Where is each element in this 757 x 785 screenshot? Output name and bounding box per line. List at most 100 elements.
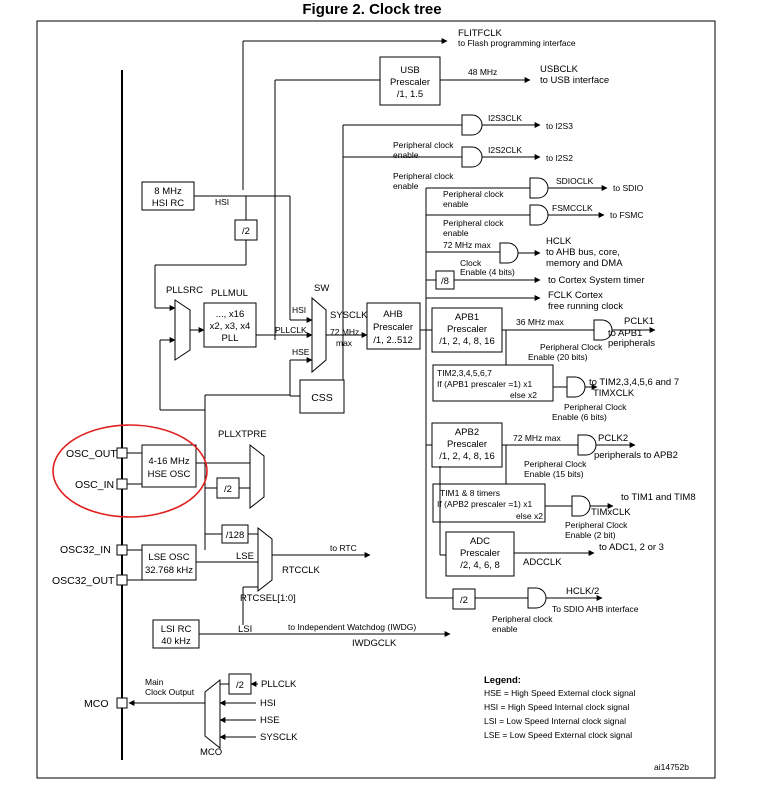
usb-line1: USB <box>400 65 420 76</box>
sdioclk: SDIOCLK <box>556 176 594 186</box>
pllxtpre-label: PLLXTPRE <box>218 429 267 440</box>
tim-apb1-line1: TIM2,3,4,5,6,7 <box>437 368 492 378</box>
adc-line2: Prescaler <box>460 548 500 559</box>
css-label: CSS <box>311 392 333 404</box>
pclk1-label: PCLK1 <box>624 316 654 327</box>
sdio-div2: /2 <box>460 595 468 606</box>
figure-title: Figure 2. Clock tree <box>302 1 441 18</box>
usb-prescaler-block <box>379 56 441 106</box>
mco-hsi: HSI <box>260 698 276 709</box>
legend-item-lsi: LSI = Low Speed Internal clock signal <box>484 716 626 726</box>
pclk1-desc-1: to APB1 <box>608 328 642 339</box>
hse-osc-line1: 4-16 MHz <box>148 456 189 467</box>
sdio-gate <box>529 177 549 199</box>
pce-sdio-ahb-2: enable <box>492 624 518 634</box>
i2s3clk: I2S3CLK <box>488 113 522 123</box>
pce15-1: Peripheral Clock <box>524 459 587 469</box>
mco-label: MCO <box>84 698 109 710</box>
pllsrc-mux <box>174 299 191 361</box>
usb-line3: /1, 1.5 <box>397 89 423 100</box>
usb-48mhz: 48 MHz <box>468 67 497 77</box>
lse-label: LSE <box>236 551 254 562</box>
pce-i2s3-2: enable <box>393 150 419 160</box>
pclk2-desc: peripherals to APB2 <box>594 450 678 461</box>
apb2-line3: /1, 2, 4, 8, 16 <box>439 451 494 462</box>
legend-title: Legend: <box>484 675 521 686</box>
hclk-gate <box>499 242 519 264</box>
ahb-line1: AHB <box>383 309 403 320</box>
i2s2clk: I2S2CLK <box>488 145 522 155</box>
osc32-in-pin <box>116 544 128 556</box>
highlight-ellipse <box>52 424 208 518</box>
usbclk-label: USBCLK <box>540 64 579 75</box>
legend-item-hse: HSE = High Speed External clock signal <box>484 688 636 698</box>
hse-div2: /2 <box>224 484 232 495</box>
div128: /128 <box>226 530 245 541</box>
to-adc: to ADC1, 2 or 3 <box>599 542 664 553</box>
adcclk: ADCCLK <box>523 557 562 568</box>
pce2-2: Enable (2 bit) <box>565 530 616 540</box>
rtcsel-mux <box>257 526 273 593</box>
tim-apb2-block <box>432 483 546 523</box>
hsi-rc-block <box>141 181 195 211</box>
usb-line2: Prescaler <box>390 77 430 88</box>
ahb-prescaler-block <box>366 302 421 350</box>
sw-pllclk-input: PLLCLK <box>275 325 307 335</box>
i2s2-gate <box>461 146 483 168</box>
to-i2s2: to I2S2 <box>546 153 573 163</box>
hsi-rc-line2: HSI RC <box>152 198 184 209</box>
apb2-line2: Prescaler <box>447 439 487 450</box>
hclk-desc-1: to AHB bus, core, <box>546 247 620 258</box>
flitf-desc: to Flash programming interface <box>458 38 576 48</box>
hsi-rc-line1: 8 MHz <box>154 186 182 197</box>
div8: /8 <box>441 276 449 287</box>
lsi-rc-line1: LSI RC <box>161 624 192 635</box>
main-clock-output-2: Clock Output <box>145 687 195 697</box>
cortex-timer: to Cortex System timer <box>548 275 645 286</box>
tim1-8-gate <box>571 495 591 517</box>
ahb-line2: Prescaler <box>373 322 413 333</box>
pce-sdio-ahb-1: Peripheral clock <box>492 614 553 624</box>
usb-desc: to USB interface <box>540 75 609 86</box>
pclk2-gate <box>577 434 597 456</box>
fclk-2: free running clock <box>548 301 623 312</box>
mco-hse: HSE <box>260 715 280 726</box>
pce15-2: Enable (15 bits) <box>524 469 584 479</box>
apb2-line1: APB2 <box>455 427 479 438</box>
sw-hse-input: HSE <box>292 347 310 357</box>
osc-in-label: OSC_IN <box>75 479 114 491</box>
mco-sysclk: SYSCLK <box>260 732 298 743</box>
hse-osc-block <box>141 444 197 488</box>
osc32-out-label: OSC32_OUT <box>52 575 115 587</box>
to-sdio-ahb: To SDIO AHB interface <box>552 604 639 614</box>
pce20-1: Peripheral Clock <box>540 342 603 352</box>
apb1-36max: 36 MHz max <box>516 317 564 327</box>
figure-ref: ai14752b <box>654 762 689 772</box>
adc-prescaler-block <box>445 531 515 577</box>
rtcsel-label: RTCSEL[1:0] <box>240 593 296 604</box>
pllmul-label: PLLMUL <box>211 288 248 299</box>
i2s3-gate <box>461 114 483 136</box>
pce6-2: Enable (6 bits) <box>552 412 607 422</box>
pce-i2s2-1: Peripheral clock <box>393 171 454 181</box>
fsmcclk: FSMCCLK <box>552 203 593 213</box>
tim2-7-gate <box>566 376 586 398</box>
mco-mux <box>204 678 221 750</box>
to-fsmc: to FSMC <box>610 210 644 220</box>
hse-osc-line2: HSE OSC <box>148 469 191 480</box>
pll-block <box>203 302 257 348</box>
to-rtc: to RTC <box>330 543 357 553</box>
legend-item-lse: LSE = Low Speed External clock signal <box>484 730 632 740</box>
tim-apb1-line3: else x2 <box>510 390 537 400</box>
pllxtpre-mux <box>249 443 265 510</box>
tim-apb2-line3: else x2 <box>516 511 543 521</box>
adc-line1: ADC <box>470 536 490 547</box>
mco-div2: /2 <box>236 680 244 691</box>
apb1-line3: /1, 2, 4, 8, 16 <box>439 336 494 347</box>
pll-line2: x2, x3, x4 <box>210 321 251 332</box>
main-clock-output-1: Main <box>145 677 164 687</box>
lse-osc-line1: LSE OSC <box>148 552 189 563</box>
pce-fsmc-1: Peripheral clock <box>443 218 504 228</box>
pce6-1: Peripheral Clock <box>564 402 627 412</box>
